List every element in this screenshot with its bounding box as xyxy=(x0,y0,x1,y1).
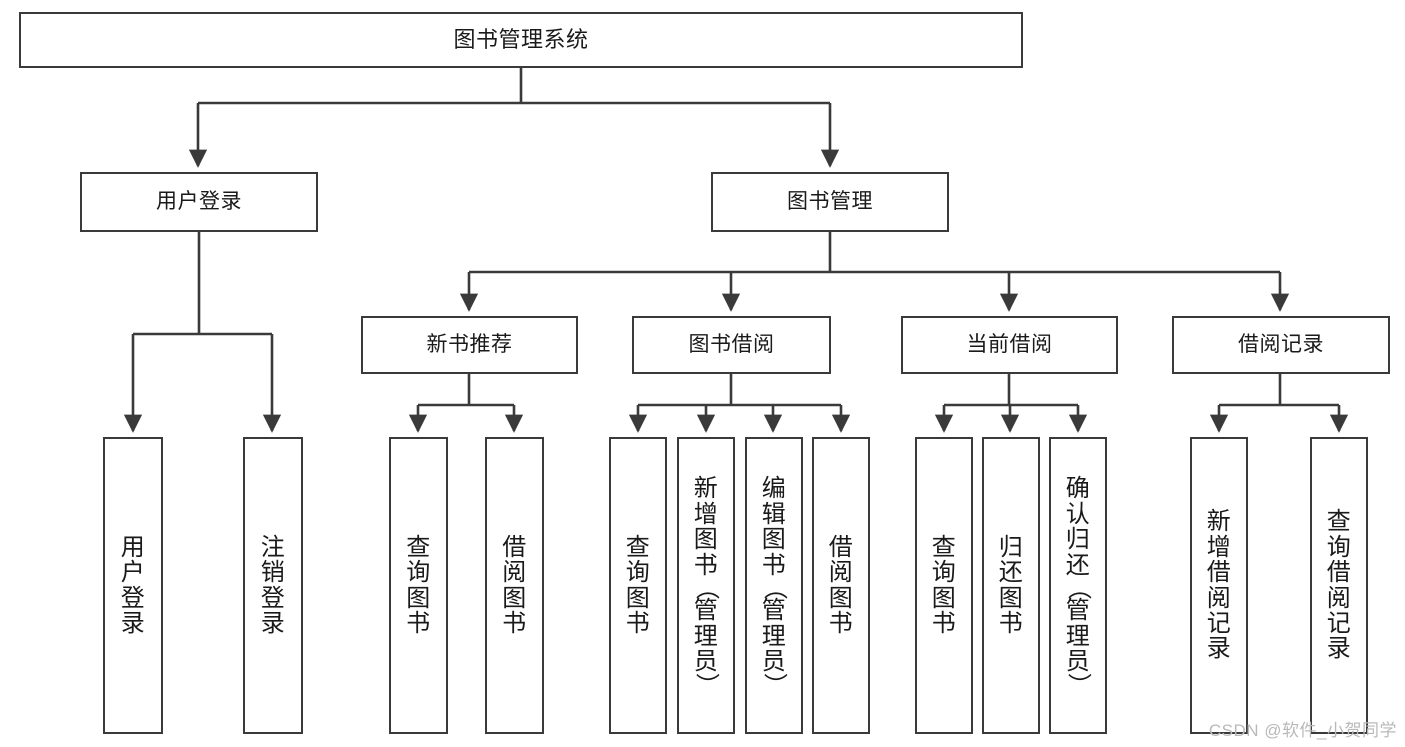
node-leaf-borrow-book-2[interactable]: 借阅图书 xyxy=(812,437,870,734)
node-leaf-confirm-return[interactable]: 确认归还（管理员） xyxy=(1049,437,1107,734)
node-label: 新增图书（管理员） xyxy=(693,475,721,697)
node-label: 借阅记录 xyxy=(1238,332,1324,356)
node-leaf-query-book-2[interactable]: 查询图书 xyxy=(609,437,667,734)
node-leaf-add-book[interactable]: 新增图书（管理员） xyxy=(677,437,735,734)
node-leaf-borrow-book-1[interactable]: 借阅图书 xyxy=(485,437,544,734)
node-label: 归还图书 xyxy=(998,533,1024,637)
node-leaf-query-book-3[interactable]: 查询图书 xyxy=(915,437,973,734)
node-label: 查询图书 xyxy=(931,533,957,637)
node-leaf-query-record[interactable]: 查询借阅记录 xyxy=(1310,437,1368,734)
node-label: 新书推荐 xyxy=(426,332,513,356)
node-leaf-add-record[interactable]: 新增借阅记录 xyxy=(1190,437,1248,734)
node-label: 借阅图书 xyxy=(828,533,854,637)
node-leaf-edit-book[interactable]: 编辑图书（管理员） xyxy=(745,437,803,734)
watermark-credit: CSDN @软件_小贺同学 xyxy=(1208,721,1397,740)
node-current-borrow[interactable]: 当前借阅 xyxy=(901,316,1118,374)
node-root-system[interactable]: 图书管理系统 xyxy=(19,12,1023,68)
node-label: 注销登录 xyxy=(260,533,286,637)
node-label: 确认归还（管理员） xyxy=(1065,475,1093,697)
node-user-login[interactable]: 用户登录 xyxy=(80,172,318,232)
node-label: 新增借阅记录 xyxy=(1206,508,1232,663)
node-label: 图书借阅 xyxy=(688,332,775,356)
node-leaf-logout[interactable]: 注销登录 xyxy=(243,437,303,734)
node-label: 查询借阅记录 xyxy=(1326,508,1352,663)
node-book-manage[interactable]: 图书管理 xyxy=(711,172,949,232)
node-label: 用户登录 xyxy=(156,189,242,213)
node-label: 用户登录 xyxy=(120,533,146,637)
node-leaf-return-book[interactable]: 归还图书 xyxy=(982,437,1040,734)
node-label: 图书管理 xyxy=(787,189,873,213)
node-leaf-query-book-1[interactable]: 查询图书 xyxy=(389,437,448,734)
node-label: 借阅图书 xyxy=(502,533,527,637)
node-label: 查询图书 xyxy=(406,533,431,637)
node-new-book-recommend[interactable]: 新书推荐 xyxy=(361,316,578,374)
node-label: 编辑图书（管理员） xyxy=(761,475,789,697)
node-leaf-user-login[interactable]: 用户登录 xyxy=(103,437,163,734)
node-label: 查询图书 xyxy=(625,533,651,637)
node-label: 图书管理系统 xyxy=(453,27,589,53)
node-label: 当前借阅 xyxy=(966,332,1053,356)
node-book-borrow[interactable]: 图书借阅 xyxy=(632,316,831,374)
node-borrow-record[interactable]: 借阅记录 xyxy=(1172,316,1390,374)
